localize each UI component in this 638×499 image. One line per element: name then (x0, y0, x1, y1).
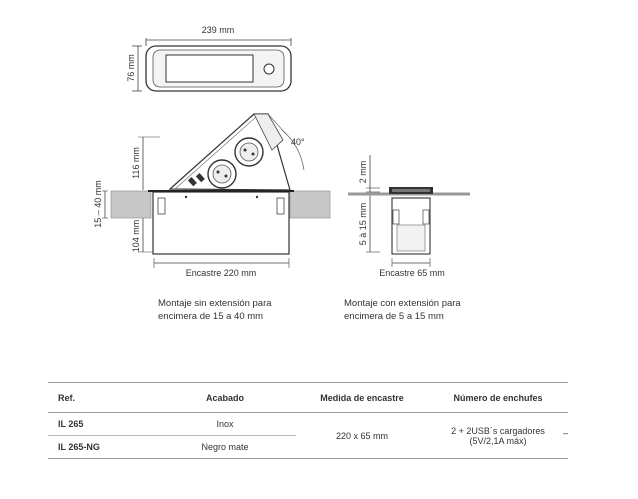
caption-left-line1: Montaje sin extensión para (158, 298, 272, 309)
table-row: IL 265 Inox 220 x 65 mm 2 + 2USB´s carga… (48, 412, 568, 459)
end-elevation: 2 mm 5 à 15 mm Encastre 65 mm (348, 155, 470, 278)
cell-ref: IL 265 (48, 412, 154, 436)
cell-finish: Inox (154, 412, 296, 436)
angle-label: 40° (291, 137, 305, 147)
flange-label: 2 mm (358, 161, 368, 184)
caption-right: Montaje con extensión para encimera de 5… (344, 297, 461, 323)
caption-right-line1: Montaje con extensión para (344, 298, 461, 309)
counter-range-label: 15 – 40 mm (93, 180, 103, 228)
table-row: IL 265-NG Negro mate (48, 435, 568, 459)
top-view-button (263, 63, 275, 75)
angle-arc (281, 129, 305, 171)
usb-ports-icon (187, 173, 205, 187)
counter-range-small-label: 5 à 15 mm (358, 203, 368, 246)
cell-sockets: 2 + 2USB´s cargadores (5V/2,1A máx) (428, 412, 568, 459)
tilted-socket-tower (168, 113, 291, 191)
top-view: 239 mm 76 mm (126, 25, 292, 92)
top-width-label: 239 mm (202, 25, 235, 35)
sockets-line2: (5V/2,1A máx) (469, 435, 527, 446)
spec-table: Ref. Acabado Medida de encastre Número d… (48, 382, 568, 459)
height-below-label: 104 mm (131, 220, 141, 253)
counter-right (289, 190, 331, 219)
cell-finish: Negro mate (154, 435, 296, 459)
header-finish: Acabado (154, 382, 296, 413)
caption-left-line2: encimera de 15 a 40 mm (158, 311, 264, 322)
header-ref: Ref. (48, 382, 154, 413)
housing-box (152, 191, 290, 255)
cell-ref: IL 265-NG (48, 435, 154, 459)
caption-right-line2: encimera de 5 a 15 mm (344, 311, 444, 322)
technical-drawing: 239 mm 76 mm 116 mm 104 mm 15 – 40 mm (93, 25, 470, 278)
counter-left (110, 190, 152, 219)
socket-icon (207, 159, 237, 189)
top-view-panel (165, 54, 254, 83)
sockets-line1: 2 + 2USB´s cargadores (451, 425, 545, 436)
height-above-label: 116 mm (131, 147, 141, 179)
side-elevation: 116 mm 104 mm 15 – 40 mm (93, 113, 331, 278)
cutout-depth-label: Encastre 65 mm (379, 268, 445, 278)
header-cutout: Medida de encastre (296, 382, 428, 413)
top-height-label: 76 mm (126, 54, 136, 82)
caption-left: Montaje sin extensión para encimera de 1… (158, 297, 272, 323)
cell-cutout-size: 220 x 65 mm (296, 412, 428, 459)
socket-icon (234, 137, 264, 167)
cutout-width-label: Encastre 220 mm (186, 268, 257, 278)
trailing-mark: – (563, 428, 569, 438)
table-header-row: Ref. Acabado Medida de encastre Número d… (48, 382, 568, 413)
header-sockets: Número de enchufes (428, 382, 568, 413)
